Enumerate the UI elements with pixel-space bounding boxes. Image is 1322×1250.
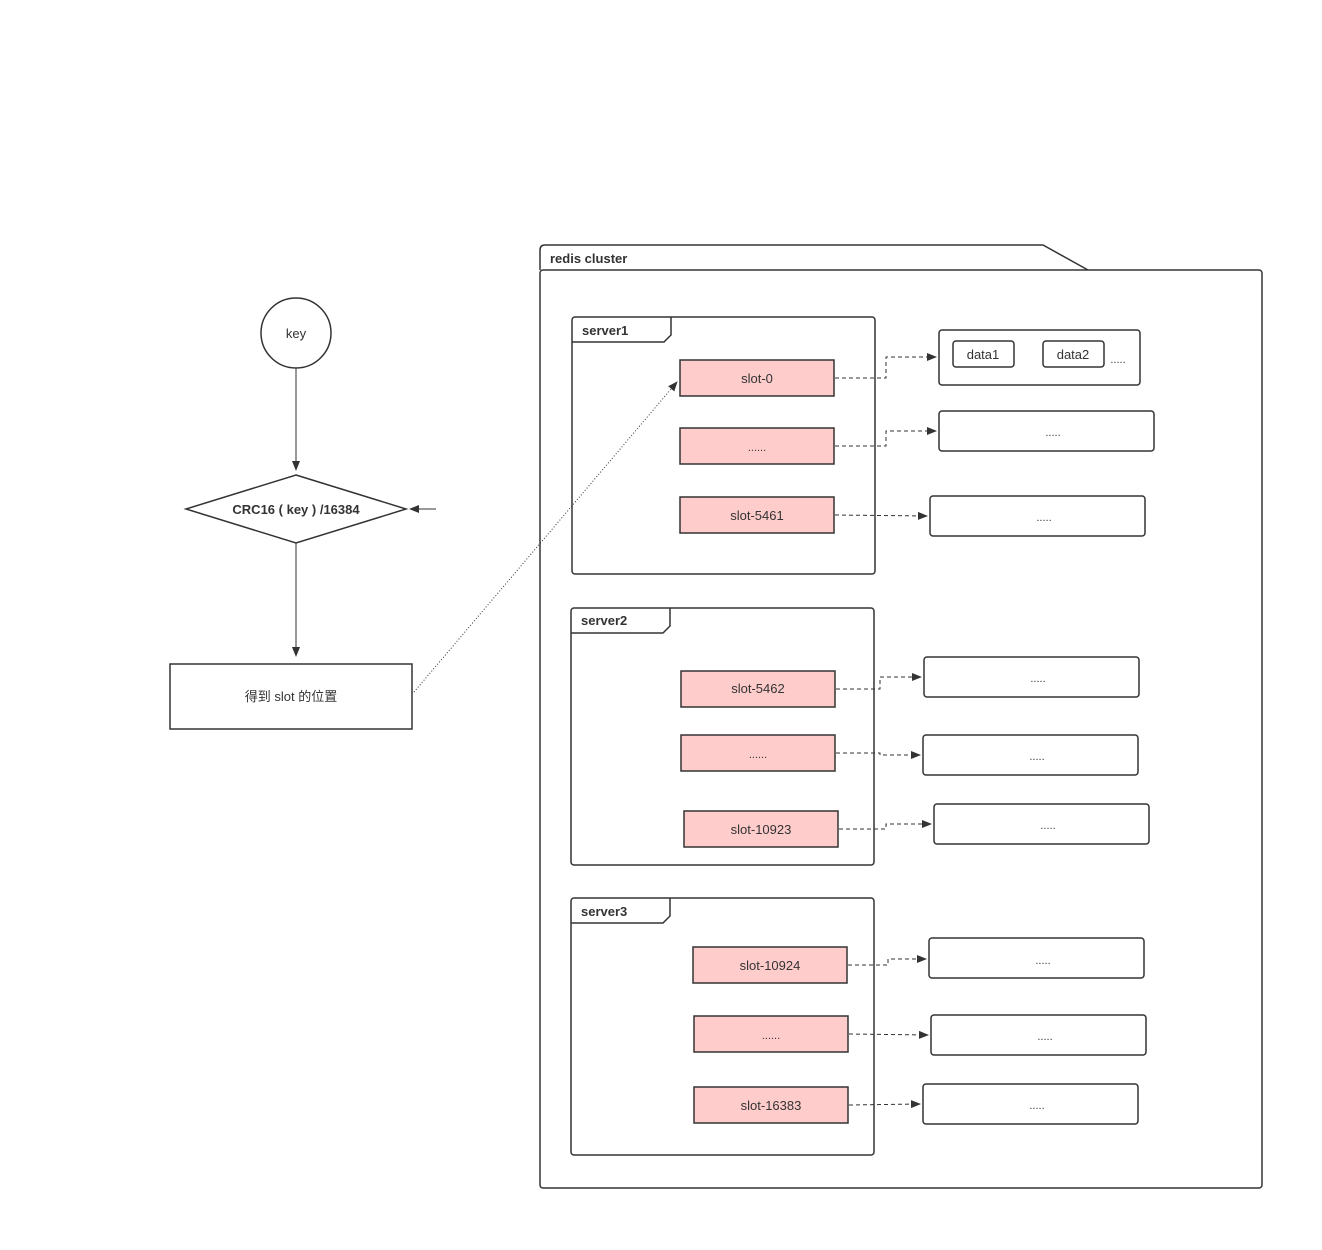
data-container (933, 803, 1150, 845)
data-container (923, 656, 1140, 698)
redis-cluster-frame: redis cluster (539, 244, 1263, 1189)
slot-box (680, 670, 836, 708)
slot-label: slot-5462 (731, 681, 784, 696)
slot-box (680, 734, 836, 772)
data-item-label: data2 (1057, 347, 1090, 362)
data-more-label: ..... (1030, 673, 1045, 685)
slot-label: slot-0 (741, 371, 773, 386)
slot-position-label: 得到 slot 的位置 (245, 689, 337, 704)
slot-to-data-arrow (835, 427, 937, 447)
slot-label: slot-16383 (741, 1098, 802, 1113)
slot-to-data-arrow (848, 955, 927, 966)
slot-label: ...... (749, 749, 767, 761)
server3-title: server3 (581, 904, 627, 919)
server1-title: server1 (582, 323, 628, 338)
slot-label: ...... (748, 442, 766, 454)
slot-box (679, 496, 835, 534)
slot-label: slot-10924 (740, 958, 801, 973)
slot-box (693, 1015, 849, 1053)
slot-box (679, 427, 835, 465)
data-item-label: data1 (967, 347, 1000, 362)
slot-to-data-arrow (848, 1100, 921, 1109)
slot-box (692, 946, 848, 984)
data-more-label: ..... (1029, 751, 1044, 763)
slot-box (693, 1086, 849, 1124)
data-more-label: ..... (1037, 1031, 1052, 1043)
arrow-result-to-slot0 (413, 381, 678, 693)
slot-to-data-arrow (839, 820, 932, 830)
slot-box (679, 359, 835, 397)
data-more-label: ..... (1035, 955, 1050, 967)
slot-to-data-arrow (835, 353, 937, 379)
crc-decision-label: CRC16 ( key ) /16384 (232, 502, 360, 517)
server1-frame: server1 slot-0 data1 data2 ..... ...... … (571, 316, 1155, 575)
data-more-label: ..... (1029, 1100, 1044, 1112)
data-more-label: ..... (1045, 427, 1060, 439)
data-container (928, 937, 1145, 979)
data-item-box (1042, 340, 1105, 368)
data-more-label: ..... (1036, 512, 1051, 524)
slot-to-data-arrow (848, 1030, 929, 1039)
slot-label: slot-10923 (731, 822, 792, 837)
slot-label: slot-5461 (730, 508, 783, 523)
data-container (930, 1014, 1147, 1056)
server3-frame: server3 slot-10924 ..... ...... ..... sl… (570, 897, 1147, 1156)
server2-frame: server2 slot-5462 ..... ...... ..... slo… (570, 607, 1150, 866)
data-container (938, 410, 1155, 452)
redis-cluster-title: redis cluster (550, 251, 627, 266)
data-container (929, 495, 1146, 537)
slot-label: ...... (762, 1030, 780, 1042)
slot-box (683, 810, 839, 848)
slot-to-data-arrow (836, 751, 921, 759)
data-container (922, 734, 1139, 776)
server2-title: server2 (581, 613, 627, 628)
slot-position-node (169, 663, 413, 730)
slot-to-data-arrow (836, 673, 922, 690)
data-more-label: ..... (1040, 820, 1055, 832)
slot-to-data-arrow (834, 511, 928, 520)
data-container (922, 1083, 1139, 1125)
flowchart: key CRC16 ( key ) /16384 得到 slot 的位置 (169, 297, 678, 730)
key-label: key (286, 326, 307, 341)
data-more-label: ..... (1110, 354, 1125, 366)
data-item-box (952, 340, 1015, 368)
